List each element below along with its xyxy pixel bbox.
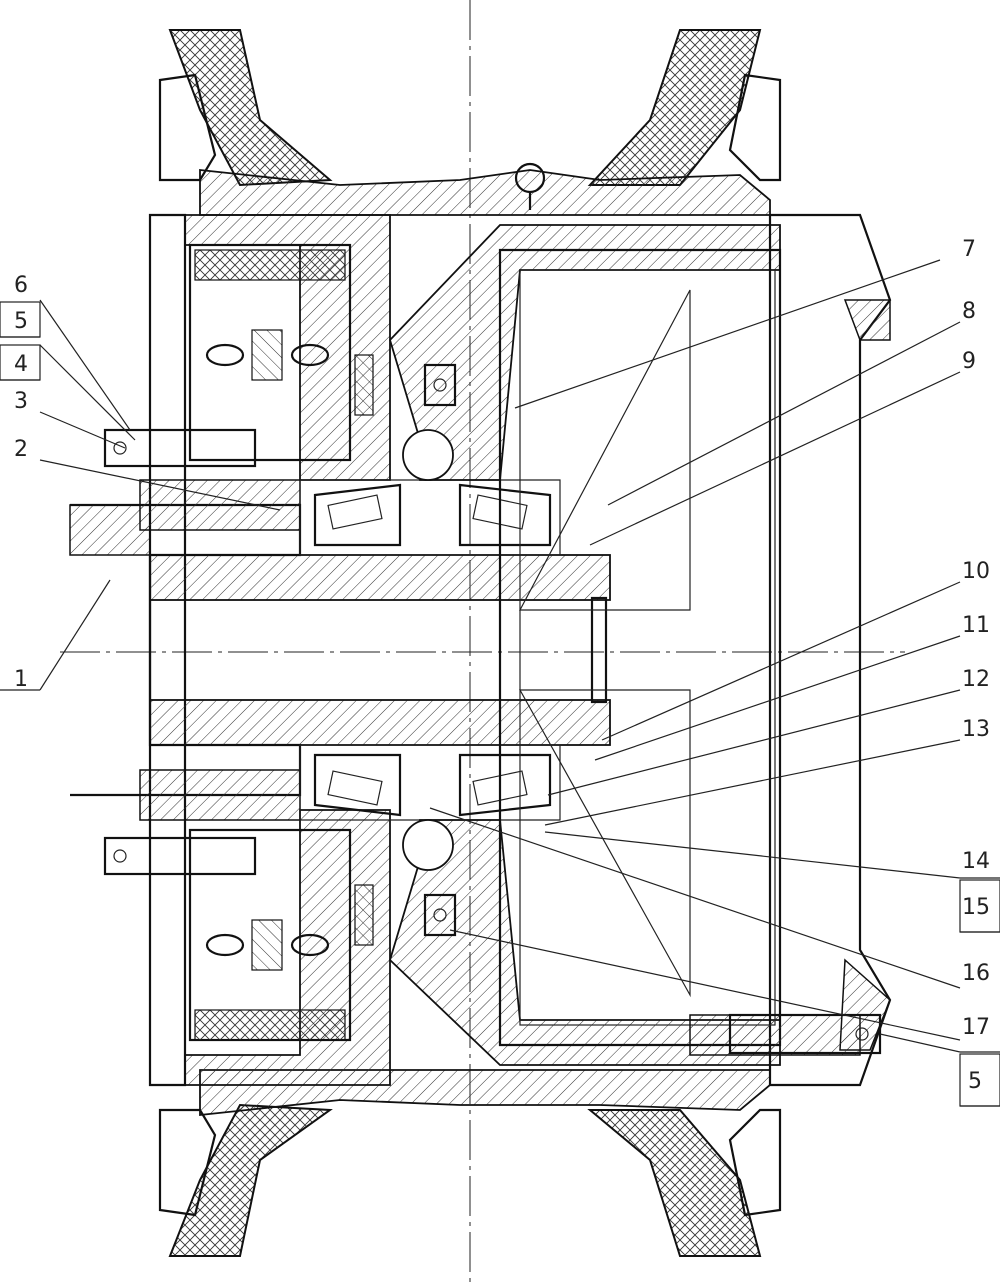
- callout-9: 9: [962, 349, 976, 374]
- callout-3: 3: [14, 389, 28, 414]
- outer-cover: [148, 213, 391, 1087]
- callout-7: 7: [962, 237, 976, 262]
- tire-bottom: [158, 1103, 782, 1257]
- leader-lines: [0, 259, 1000, 1107]
- callout-16: 16: [962, 961, 990, 986]
- bolts: [103, 354, 882, 1055]
- callout-10: 10: [962, 559, 990, 584]
- callouts: 6 5 4 3 2 1 7 8 9 10 11 12 13 14 15 16 1…: [0, 237, 1000, 1107]
- callout-13: 13: [962, 717, 990, 742]
- callout-15: 15: [962, 895, 990, 920]
- wheel-disc: [498, 213, 892, 1087]
- callout-11: 11: [962, 613, 990, 638]
- callout-12: 12: [962, 667, 990, 692]
- callout-14: 14: [962, 849, 990, 874]
- callout-2: 2: [14, 437, 28, 462]
- callout-5-bottom: 5: [968, 1069, 982, 1094]
- shaft: [149, 554, 611, 746]
- callout-4: 4: [14, 352, 28, 377]
- callout-5-top: 5: [14, 309, 28, 334]
- axle-housing: [69, 479, 302, 821]
- callout-8: 8: [962, 299, 976, 324]
- callout-6: 6: [14, 273, 28, 298]
- callout-17: 17: [962, 1015, 990, 1040]
- callout-1: 1: [14, 667, 28, 692]
